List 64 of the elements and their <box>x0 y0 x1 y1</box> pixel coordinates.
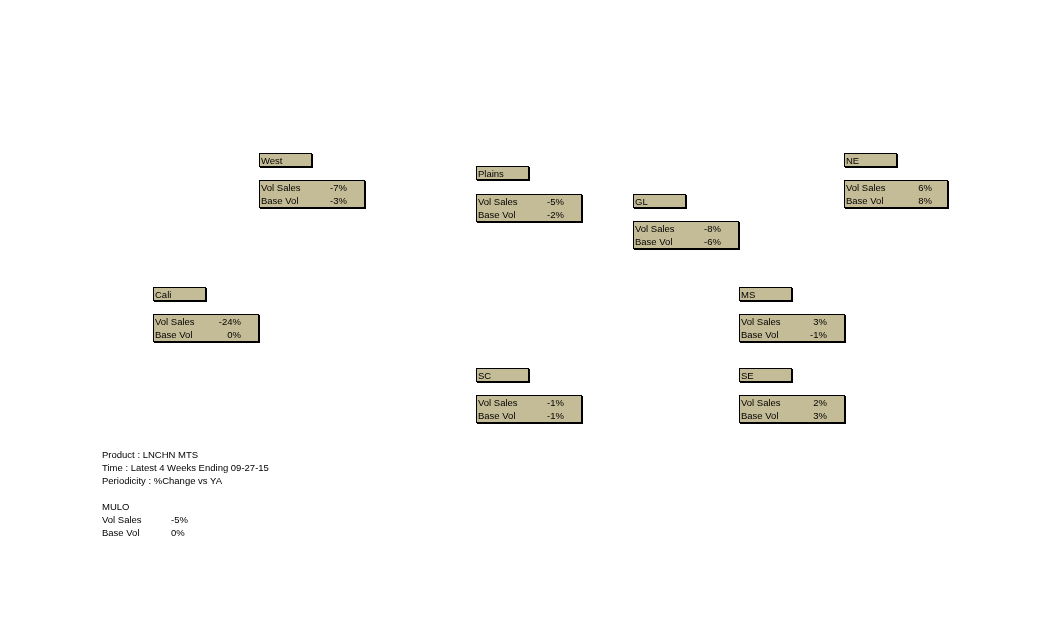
metric-value: -3% <box>330 195 347 207</box>
region-name: SC <box>478 370 492 381</box>
metric-value: 3% <box>813 316 827 328</box>
metric-value: -6% <box>704 236 721 248</box>
metric-label: Base Vol <box>102 527 140 539</box>
metric-label: Vol Sales <box>102 514 142 526</box>
region-name: Plains <box>478 168 504 179</box>
region-box <box>476 166 529 180</box>
metric-label: Base Vol <box>261 195 299 207</box>
metric-value: 6% <box>918 182 932 194</box>
metric-box <box>153 314 259 342</box>
region-box <box>739 368 792 382</box>
region-box <box>844 153 897 167</box>
metric-label: Vol Sales <box>846 182 886 194</box>
metric-label: Base Vol <box>478 410 516 422</box>
metric-value: -1% <box>547 410 564 422</box>
metric-label: Base Vol <box>478 209 516 221</box>
metric-label: Vol Sales <box>261 182 301 194</box>
region-name: West <box>261 155 283 166</box>
metric-label: Vol Sales <box>478 196 518 208</box>
region-name: Cali <box>155 289 172 300</box>
metric-label: Vol Sales <box>741 397 781 409</box>
region-box <box>259 153 312 167</box>
metric-label: Vol Sales <box>635 223 675 235</box>
note-text: Periodicity : %Change vs YA <box>102 475 223 487</box>
metric-value: 3% <box>813 410 827 422</box>
region-name: NE <box>846 155 860 166</box>
metric-label: Base Vol <box>741 410 779 422</box>
region-name: MS <box>741 289 756 300</box>
metric-label: Vol Sales <box>155 316 195 328</box>
metric-box <box>476 194 582 222</box>
metric-value: -5% <box>171 514 188 526</box>
note-text: Time : Latest 4 Weeks Ending 09-27-15 <box>102 462 269 474</box>
metric-value: -8% <box>704 223 721 235</box>
metric-value: -2% <box>547 209 564 221</box>
metric-box <box>844 180 948 208</box>
metric-value: -5% <box>547 196 564 208</box>
metric-box <box>476 395 582 423</box>
region-box <box>476 368 529 382</box>
metric-value: 0% <box>227 329 241 341</box>
metric-value: -1% <box>810 329 827 341</box>
metric-box <box>739 395 845 423</box>
metric-value: 8% <box>918 195 932 207</box>
metric-value: 0% <box>171 527 185 539</box>
metric-value: -7% <box>330 182 347 194</box>
region-box <box>153 287 206 301</box>
note-text: MULO <box>102 501 130 513</box>
metric-value: -24% <box>218 316 241 328</box>
region-box <box>633 194 686 208</box>
metric-value: -1% <box>547 397 564 409</box>
metric-label: Base Vol <box>846 195 884 207</box>
metric-label: Base Vol <box>635 236 673 248</box>
metric-value: 2% <box>813 397 827 409</box>
metric-box <box>739 314 845 342</box>
metric-label: Vol Sales <box>478 397 518 409</box>
metric-label: Base Vol <box>155 329 193 341</box>
note-text: Product : LNCHN MTS <box>102 449 199 461</box>
metric-label: Base Vol <box>741 329 779 341</box>
metric-label: Vol Sales <box>741 316 781 328</box>
region-name: GL <box>635 196 648 207</box>
region-name: SE <box>741 370 754 381</box>
metric-box <box>259 180 365 208</box>
metric-box <box>633 221 739 249</box>
region-box <box>739 287 792 301</box>
